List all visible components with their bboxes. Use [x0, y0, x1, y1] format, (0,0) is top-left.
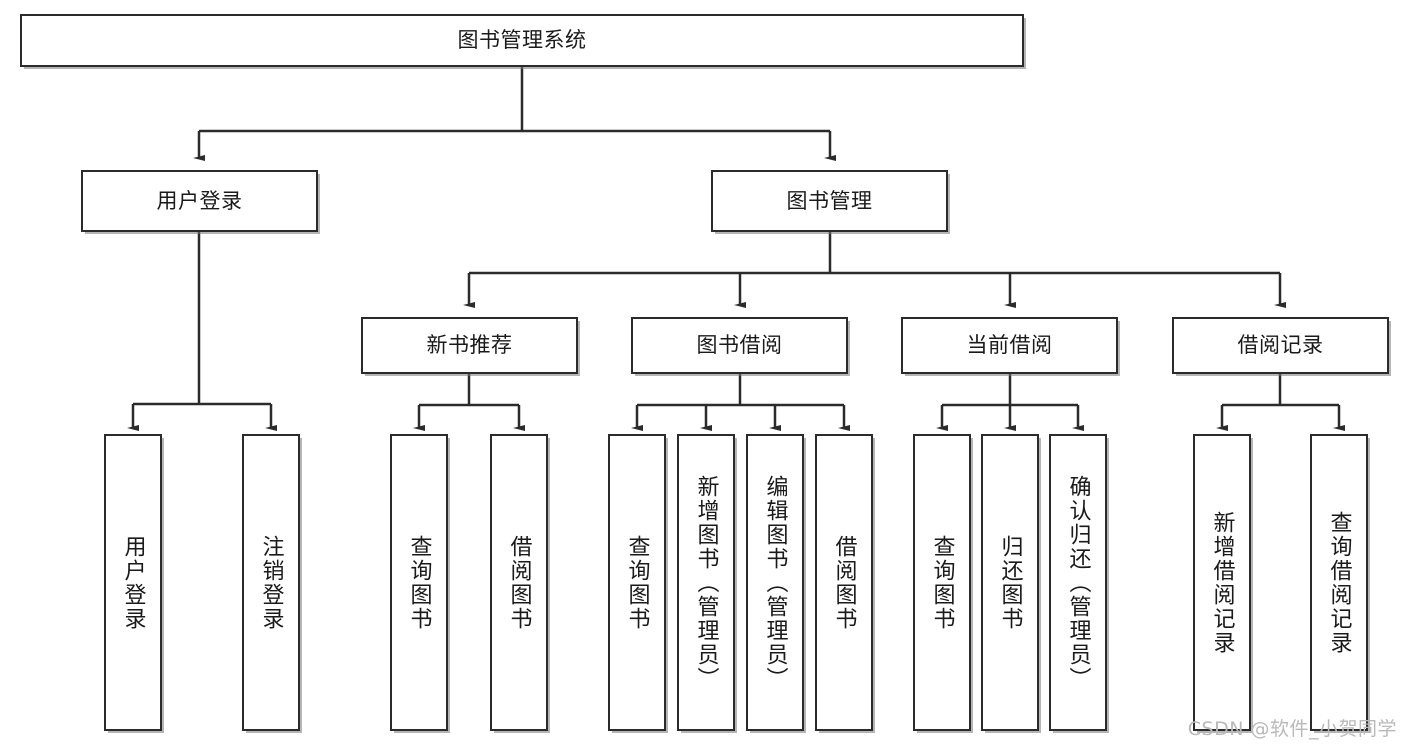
node-new-book-recommend-label: 新书推荐: [426, 333, 513, 358]
leaf-borrow-edit-book[interactable]: 编辑图书（管理员）: [746, 434, 804, 731]
leaf-current-confirm-return[interactable]: 确认归还（管理员）: [1049, 434, 1107, 731]
leaf-borrow-borrow-book[interactable]: 借阅图书: [815, 434, 873, 731]
node-root-label: 图书管理系统: [457, 28, 587, 53]
watermark: CSDN @软件_小贺同学: [1187, 718, 1397, 740]
node-book-borrow[interactable]: 图书借阅: [631, 317, 848, 374]
leaf-label: 查询图书: [406, 534, 432, 631]
node-root[interactable]: 图书管理系统: [20, 14, 1024, 67]
leaf-borrow-add-book[interactable]: 新增图书（管理员）: [677, 434, 735, 731]
node-user-login-label: 用户登录: [156, 188, 243, 213]
leaf-label: 查询借阅记录: [1326, 510, 1352, 655]
leaf-record-add[interactable]: 新增借阅记录: [1193, 434, 1251, 731]
node-book-management[interactable]: 图书管理: [711, 170, 948, 232]
node-borrow-record[interactable]: 借阅记录: [1172, 317, 1389, 374]
node-current-borrow[interactable]: 当前借阅: [901, 317, 1118, 374]
leaf-label: 注销登录: [258, 534, 284, 631]
leaf-label: 新增图书（管理员）: [693, 474, 719, 691]
node-current-borrow-label: 当前借阅: [966, 333, 1053, 358]
node-new-book-recommend[interactable]: 新书推荐: [361, 317, 578, 374]
leaf-label: 借阅图书: [506, 534, 532, 631]
leaf-label: 确认归还（管理员）: [1065, 474, 1091, 691]
leaf-borrow-query-book[interactable]: 查询图书: [608, 434, 666, 731]
leaf-label: 归还图书: [997, 534, 1023, 631]
leaf-new-book-query[interactable]: 查询图书: [390, 434, 448, 731]
leaf-label: 查询图书: [929, 534, 955, 631]
node-book-borrow-label: 图书借阅: [696, 333, 783, 358]
leaf-user-login-logout[interactable]: 注销登录: [242, 434, 300, 731]
leaf-record-query[interactable]: 查询借阅记录: [1310, 434, 1368, 731]
node-user-login[interactable]: 用户登录: [81, 170, 318, 232]
leaf-new-book-borrow[interactable]: 借阅图书: [490, 434, 548, 731]
leaf-label: 借阅图书: [831, 534, 857, 631]
leaf-user-login-login[interactable]: 用户登录: [104, 434, 162, 731]
leaf-label: 编辑图书（管理员）: [762, 474, 788, 691]
leaf-label: 新增借阅记录: [1209, 510, 1235, 655]
leaf-current-return-book[interactable]: 归还图书: [981, 434, 1039, 731]
leaf-current-query-book[interactable]: 查询图书: [913, 434, 971, 731]
leaf-label: 用户登录: [120, 534, 146, 631]
node-book-management-label: 图书管理: [786, 188, 873, 213]
leaf-label: 查询图书: [624, 534, 650, 631]
node-borrow-record-label: 借阅记录: [1237, 333, 1324, 358]
